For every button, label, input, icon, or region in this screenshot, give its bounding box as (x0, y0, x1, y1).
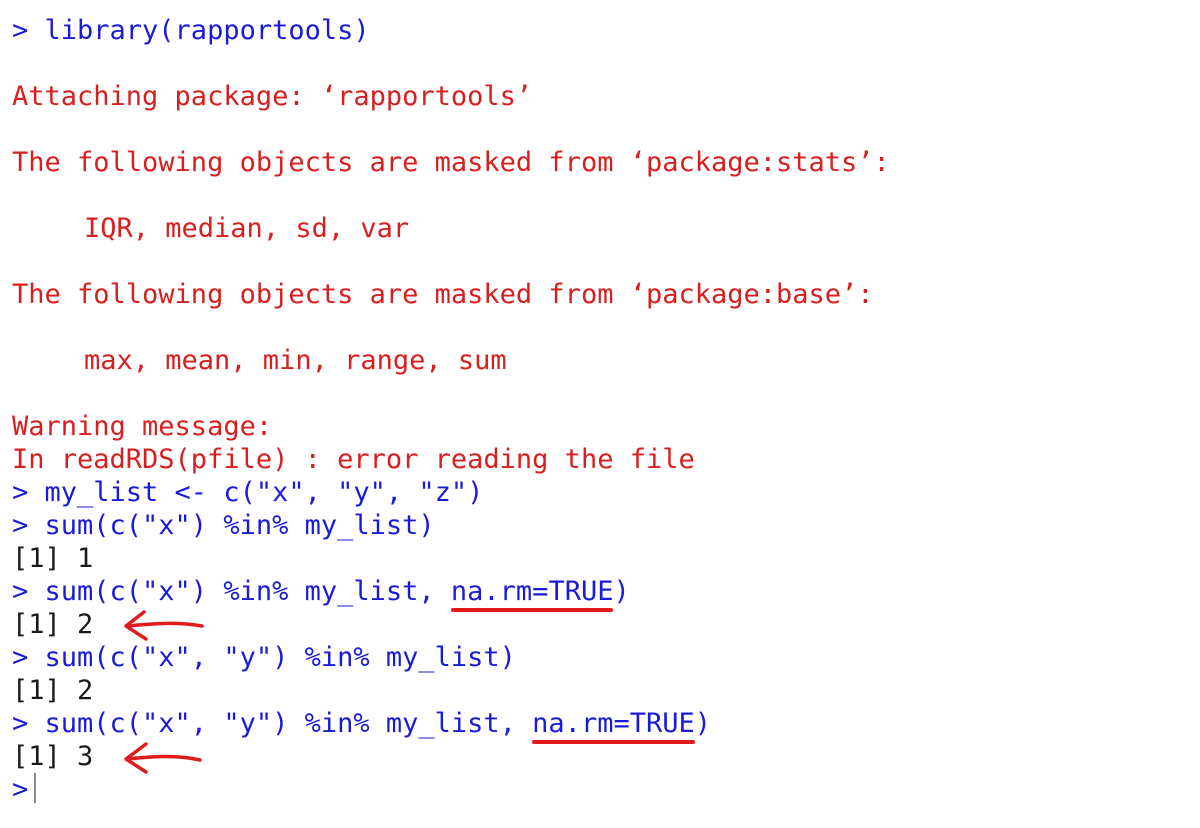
highlighted-argument: na.rm=TRUE (532, 707, 695, 744)
command-text: ) (694, 708, 711, 739)
console-line-output: [1] 3 (12, 741, 94, 772)
text-cursor (34, 773, 37, 803)
blank-line (12, 113, 1192, 146)
console-line-output: [1] 1 (12, 543, 94, 574)
command-text: > sum(c("x") %in% my_list, (12, 576, 451, 607)
console-line-message: The following objects are masked from ‘p… (12, 279, 874, 310)
r-console[interactable]: > library(rapportools) Attaching package… (12, 14, 1192, 806)
command-text: > sum(c("x", "y") %in% my_list, (12, 708, 533, 739)
highlighted-argument: na.rm=TRUE (450, 575, 614, 612)
console-line-message: IQR, median, sd, var (84, 213, 410, 244)
highlighted-argument-text: na.rm=TRUE (450, 576, 614, 607)
red-underline-icon (450, 608, 614, 612)
red-left-arrow-icon (124, 610, 204, 641)
blank-line (12, 377, 1192, 410)
console-input-line[interactable]: > (12, 773, 1192, 806)
console-line-command: > my_list <- c("x", "y", "z") (12, 477, 484, 508)
console-line-warning: Warning message: (12, 411, 273, 442)
red-left-arrow-icon (124, 742, 202, 774)
blank-line (12, 245, 1192, 278)
console-prompt: > (12, 774, 29, 805)
console-line-output: [1] 2 (12, 609, 94, 640)
console-line-command: > sum(c("x") %in% my_list) (12, 510, 435, 541)
console-line-message: Attaching package: ‘rapportools’ (12, 81, 533, 112)
console-line-command: > sum(c("x", "y") %in% my_list) (12, 642, 516, 673)
console-line-warning: In readRDS(pfile) : error reading the fi… (12, 444, 695, 475)
console-line-command: > library(rapportools) (12, 15, 370, 46)
highlighted-argument-text: na.rm=TRUE (532, 708, 695, 739)
red-underline-icon (532, 740, 695, 744)
blank-line (12, 311, 1192, 344)
command-text: ) (613, 576, 630, 607)
console-line-command: > sum(c("x") %in% my_list, na.rm=TRUE) (12, 575, 1192, 612)
console-line-message: The following objects are masked from ‘p… (12, 147, 890, 178)
blank-line (12, 47, 1192, 80)
blank-line (12, 179, 1192, 212)
console-line-output: [1] 2 (12, 675, 94, 706)
console-line-message: max, mean, min, range, sum (84, 345, 507, 376)
console-line-command: > sum(c("x", "y") %in% my_list, na.rm=TR… (12, 707, 1192, 744)
